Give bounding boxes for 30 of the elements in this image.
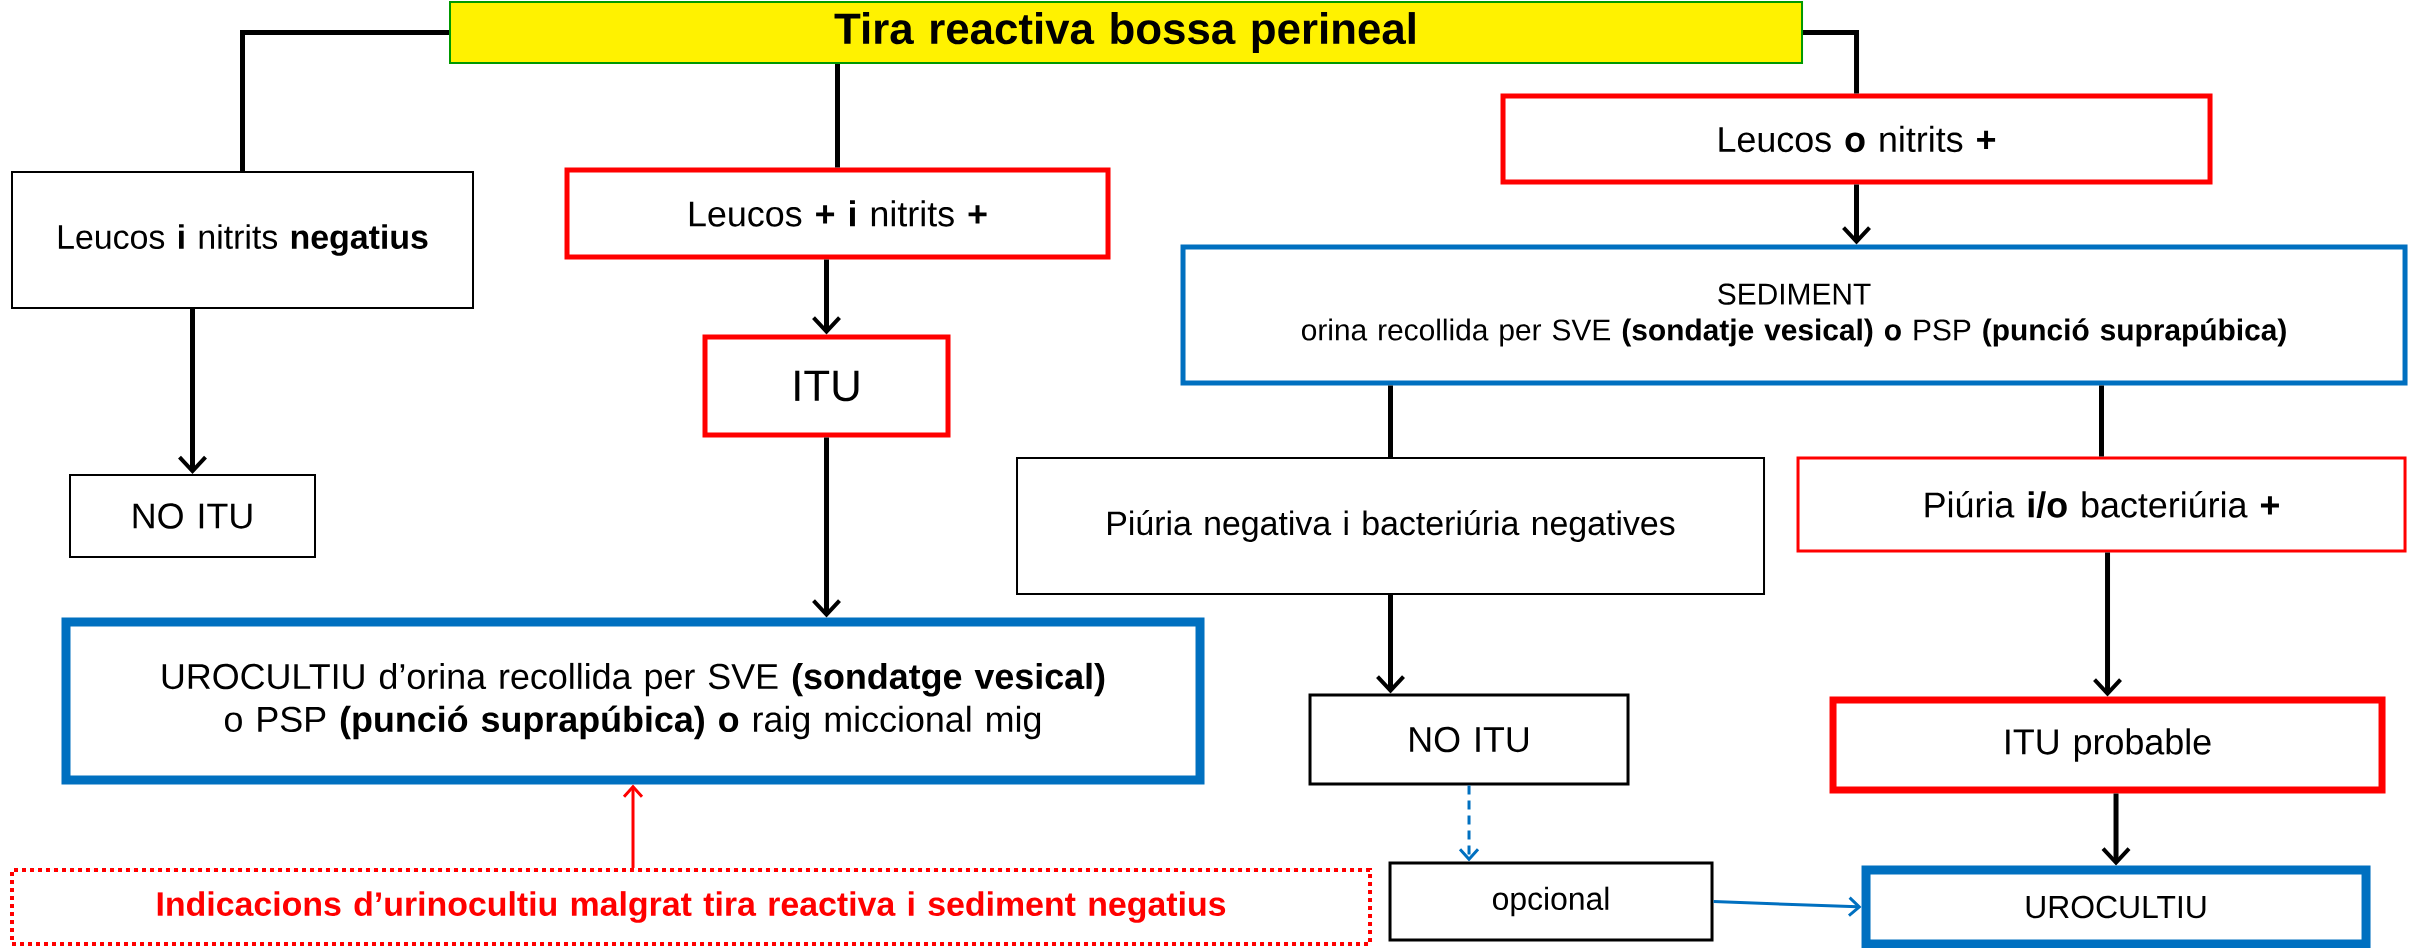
arrow — [2093, 552, 2122, 697]
process-box: UROCULTIU d’orina recollida per SVE (sondatge vesical) o PSP (punció suprapúbica) o raig miccional mig — [61, 617, 1205, 785]
connector-line — [2099, 385, 2105, 457]
process-box: Leucos + i nitrits + — [564, 167, 1111, 260]
process-box: opcional — [1388, 861, 1714, 942]
title-box: Tira reactiva bossa perineal — [449, 1, 1803, 64]
arrow — [1842, 184, 1871, 245]
process-box: Piúria negativa i bacteriúria negatives — [1016, 457, 1765, 595]
process-box: Leucos o nitrits + — [1500, 93, 2213, 185]
process-box: NO ITU — [69, 474, 316, 558]
arrow — [1458, 785, 1480, 862]
connector-line — [835, 64, 840, 168]
process-box: NO ITU — [1308, 693, 1630, 786]
arrow — [622, 784, 644, 868]
arrow — [1376, 595, 1405, 694]
process-box: SEDIMENT orina recollida per SVE (sondatje vesical) o PSP (punció suprapúbica) — [1180, 244, 2408, 386]
process-box: Leucos i nitrits negatius — [11, 171, 474, 309]
note-box: Indicacions d’urinocultiu malgrat tira reactiva i sediment negatius — [10, 868, 1372, 946]
process-box: Piúria i/o bacteriúria + — [1796, 456, 2407, 553]
arrow — [1713, 896, 1862, 917]
process-box: ITU — [702, 334, 951, 438]
process-box: ITU probable — [1829, 696, 2386, 794]
arrow — [2101, 793, 2131, 866]
connector-line — [1388, 385, 1393, 457]
arrow — [178, 309, 207, 474]
process-box: UROCULTIU — [1861, 865, 2371, 948]
arrow — [812, 259, 841, 335]
connector-line — [1803, 30, 1859, 94]
connector-line — [240, 30, 449, 171]
arrow — [812, 437, 841, 618]
